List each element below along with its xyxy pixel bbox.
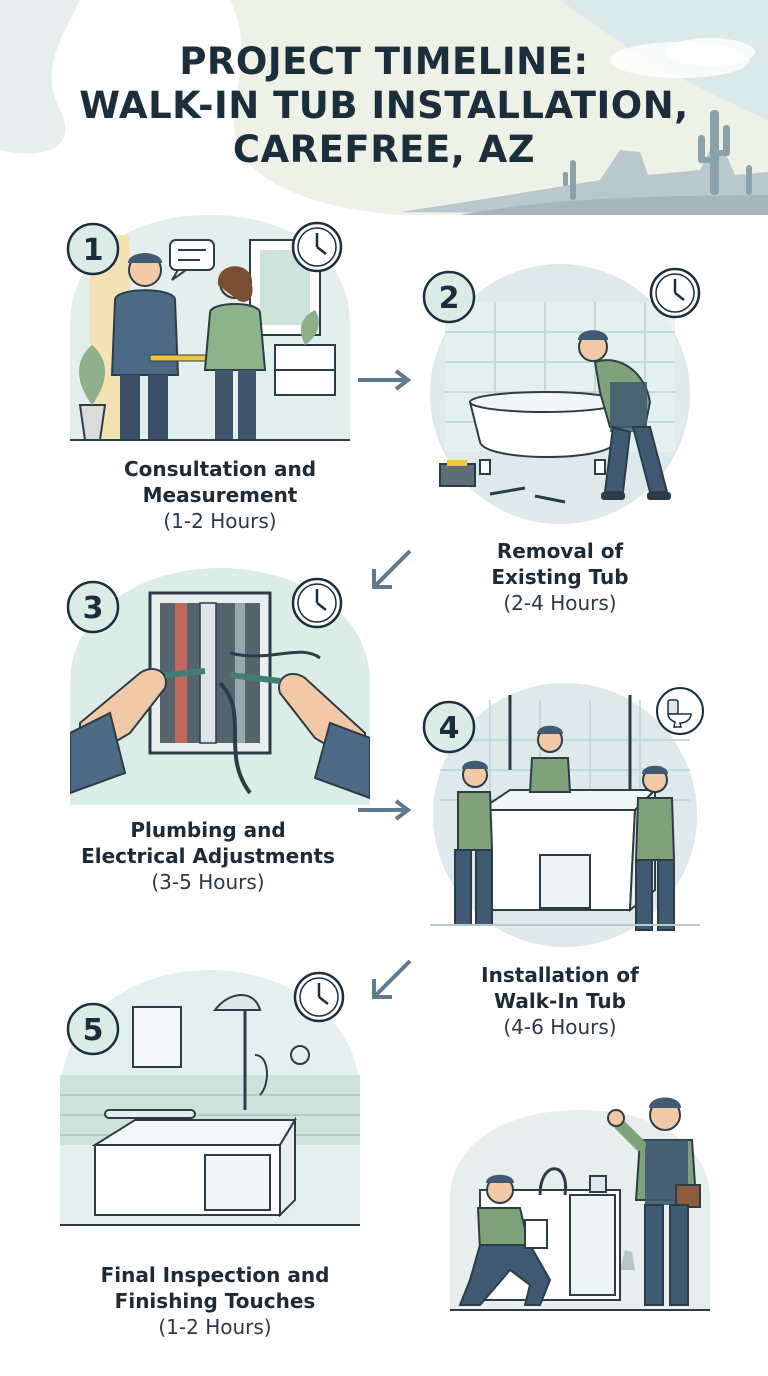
step-3-number: 3: [83, 591, 104, 626]
step-4-name-line-2: Walk-In Tub: [494, 989, 626, 1013]
step-2-number: 2: [439, 281, 460, 316]
step-5-label: Final Inspection and Finishing Touches (…: [65, 1262, 365, 1340]
step-5-duration: (1-2 Hours): [158, 1315, 272, 1339]
title-line-1: PROJECT TIMELINE:: [179, 40, 589, 83]
step-1-label: Consultation and Measurement (1-2 Hours): [70, 456, 370, 534]
step-5-number-badge: 5: [66, 1002, 120, 1056]
step-2-label: Removal of Existing Tub (2-4 Hours): [410, 538, 710, 616]
step-1-number: 1: [83, 233, 104, 268]
step-5-name-line-2: Finishing Touches: [114, 1289, 316, 1313]
title-line-2: WALK-IN TUB INSTALLATION,: [79, 84, 689, 127]
arrow-right-icon: [358, 369, 412, 391]
step-5-name-line-1: Final Inspection and: [100, 1263, 330, 1287]
step-4-installation-illustration: [430, 683, 700, 947]
step-4-number: 4: [439, 711, 460, 746]
step-1-duration: (1-2 Hours): [163, 509, 277, 533]
step-4-label: Installation of Walk-In Tub (4-6 Hours): [410, 962, 710, 1040]
clock-icon: [293, 971, 345, 1023]
clock-icon: [291, 221, 343, 273]
step-1-name-line-1: Consultation and: [123, 457, 317, 481]
step-3-label: Plumbing and Electrical Adjustments (3-5…: [58, 817, 358, 895]
desert-header-background: [0, 0, 768, 215]
page-title: PROJECT TIMELINE: WALK-IN TUB INSTALLATI…: [60, 40, 708, 172]
clock-icon: [649, 267, 701, 319]
title-line-3: CAREFREE, AZ: [232, 128, 536, 171]
step-3-duration: (3-5 Hours): [151, 870, 265, 894]
step-2-name-line-2: Existing Tub: [491, 565, 629, 589]
arrow-right-icon: [358, 799, 412, 821]
clock-icon: [291, 577, 343, 629]
step-3-name-line-2: Electrical Adjustments: [81, 844, 335, 868]
arrow-down-left-icon: [372, 549, 412, 589]
step-1-consultation-illustration: [70, 215, 350, 441]
step-4-name-line-1: Installation of: [481, 963, 639, 987]
toilet-icon: [656, 687, 704, 735]
step-1-name-line-2: Measurement: [142, 483, 298, 507]
step-2-removal-illustration: [430, 264, 690, 524]
step-2-name-line-1: Removal of: [496, 539, 624, 563]
step-2-number-badge: 2: [422, 270, 476, 324]
inspection-workers-illustration: [450, 1097, 710, 1311]
step-5-finished-bathroom-illustration: [60, 970, 360, 1226]
step-1-number-badge: 1: [66, 222, 120, 276]
step-5-number: 5: [83, 1013, 104, 1048]
step-4-duration: (4-6 Hours): [503, 1015, 617, 1039]
arrow-down-left-icon: [372, 959, 412, 999]
step-3-plumbing-illustration: [70, 568, 370, 805]
step-3-name-line-1: Plumbing and: [130, 818, 286, 842]
step-4-number-badge: 4: [422, 700, 476, 754]
step-2-duration: (2-4 Hours): [503, 591, 617, 615]
step-3-number-badge: 3: [66, 580, 120, 634]
